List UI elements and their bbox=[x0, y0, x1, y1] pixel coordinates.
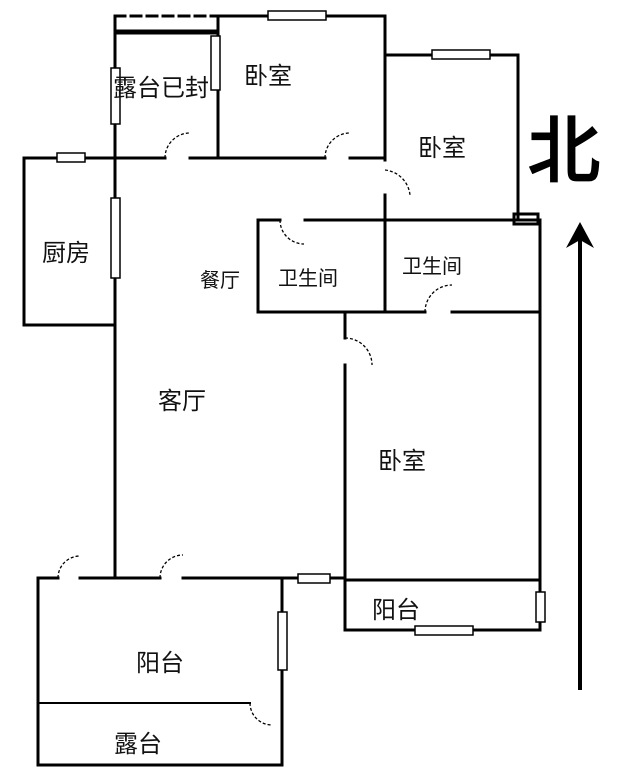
label-bottom-terrace: 露台 bbox=[114, 730, 162, 758]
label-sealed-terrace: 露台已封 bbox=[113, 74, 209, 102]
label-bathroom-2: 卫生间 bbox=[402, 254, 462, 278]
duct bbox=[512, 212, 540, 226]
door-arc-top-bedroom bbox=[324, 132, 351, 159]
north-arrow-head bbox=[566, 222, 594, 248]
door-arc-main-bedroom bbox=[344, 337, 373, 366]
door-arc-bath1 bbox=[279, 219, 305, 245]
label-bathroom-1: 卫生间 bbox=[278, 266, 338, 290]
window-balcony-link bbox=[297, 573, 331, 584]
windows bbox=[56, 10, 546, 671]
label-right-bedroom: 卧室 bbox=[418, 134, 466, 162]
window-kitchen-side bbox=[110, 197, 121, 279]
north-label: 北 bbox=[528, 109, 601, 193]
window-kitchen bbox=[56, 152, 86, 163]
north-arrow bbox=[566, 222, 594, 690]
door-arc-terrace bbox=[164, 132, 191, 159]
door-arc-bath2 bbox=[424, 284, 453, 313]
door-arc-balcony-a bbox=[57, 555, 81, 579]
door-arc-balcony-b bbox=[159, 554, 184, 579]
door-swings bbox=[57, 132, 453, 726]
window-right-balcony bbox=[535, 591, 546, 623]
label-main-bedroom: 卧室 bbox=[378, 447, 426, 475]
window-sealed-terrace-right bbox=[210, 35, 221, 91]
label-dining: 餐厅 bbox=[200, 268, 240, 292]
window-right-balcony-bottom bbox=[414, 625, 474, 636]
label-left-balcony: 阳台 bbox=[136, 649, 184, 677]
label-kitchen: 厨房 bbox=[42, 239, 90, 267]
door-arc-right-bedroom bbox=[384, 169, 411, 196]
window-right-bedroom bbox=[431, 49, 491, 60]
label-living-room: 客厅 bbox=[158, 387, 206, 415]
door-arc-terrace-bottom bbox=[249, 702, 273, 726]
label-top-bedroom: 卧室 bbox=[244, 62, 292, 90]
label-right-balcony: 阳台 bbox=[372, 596, 420, 624]
window-left-balcony bbox=[277, 611, 288, 671]
window-sealed-terrace-left bbox=[110, 67, 121, 125]
window-top-bedroom bbox=[267, 10, 327, 21]
